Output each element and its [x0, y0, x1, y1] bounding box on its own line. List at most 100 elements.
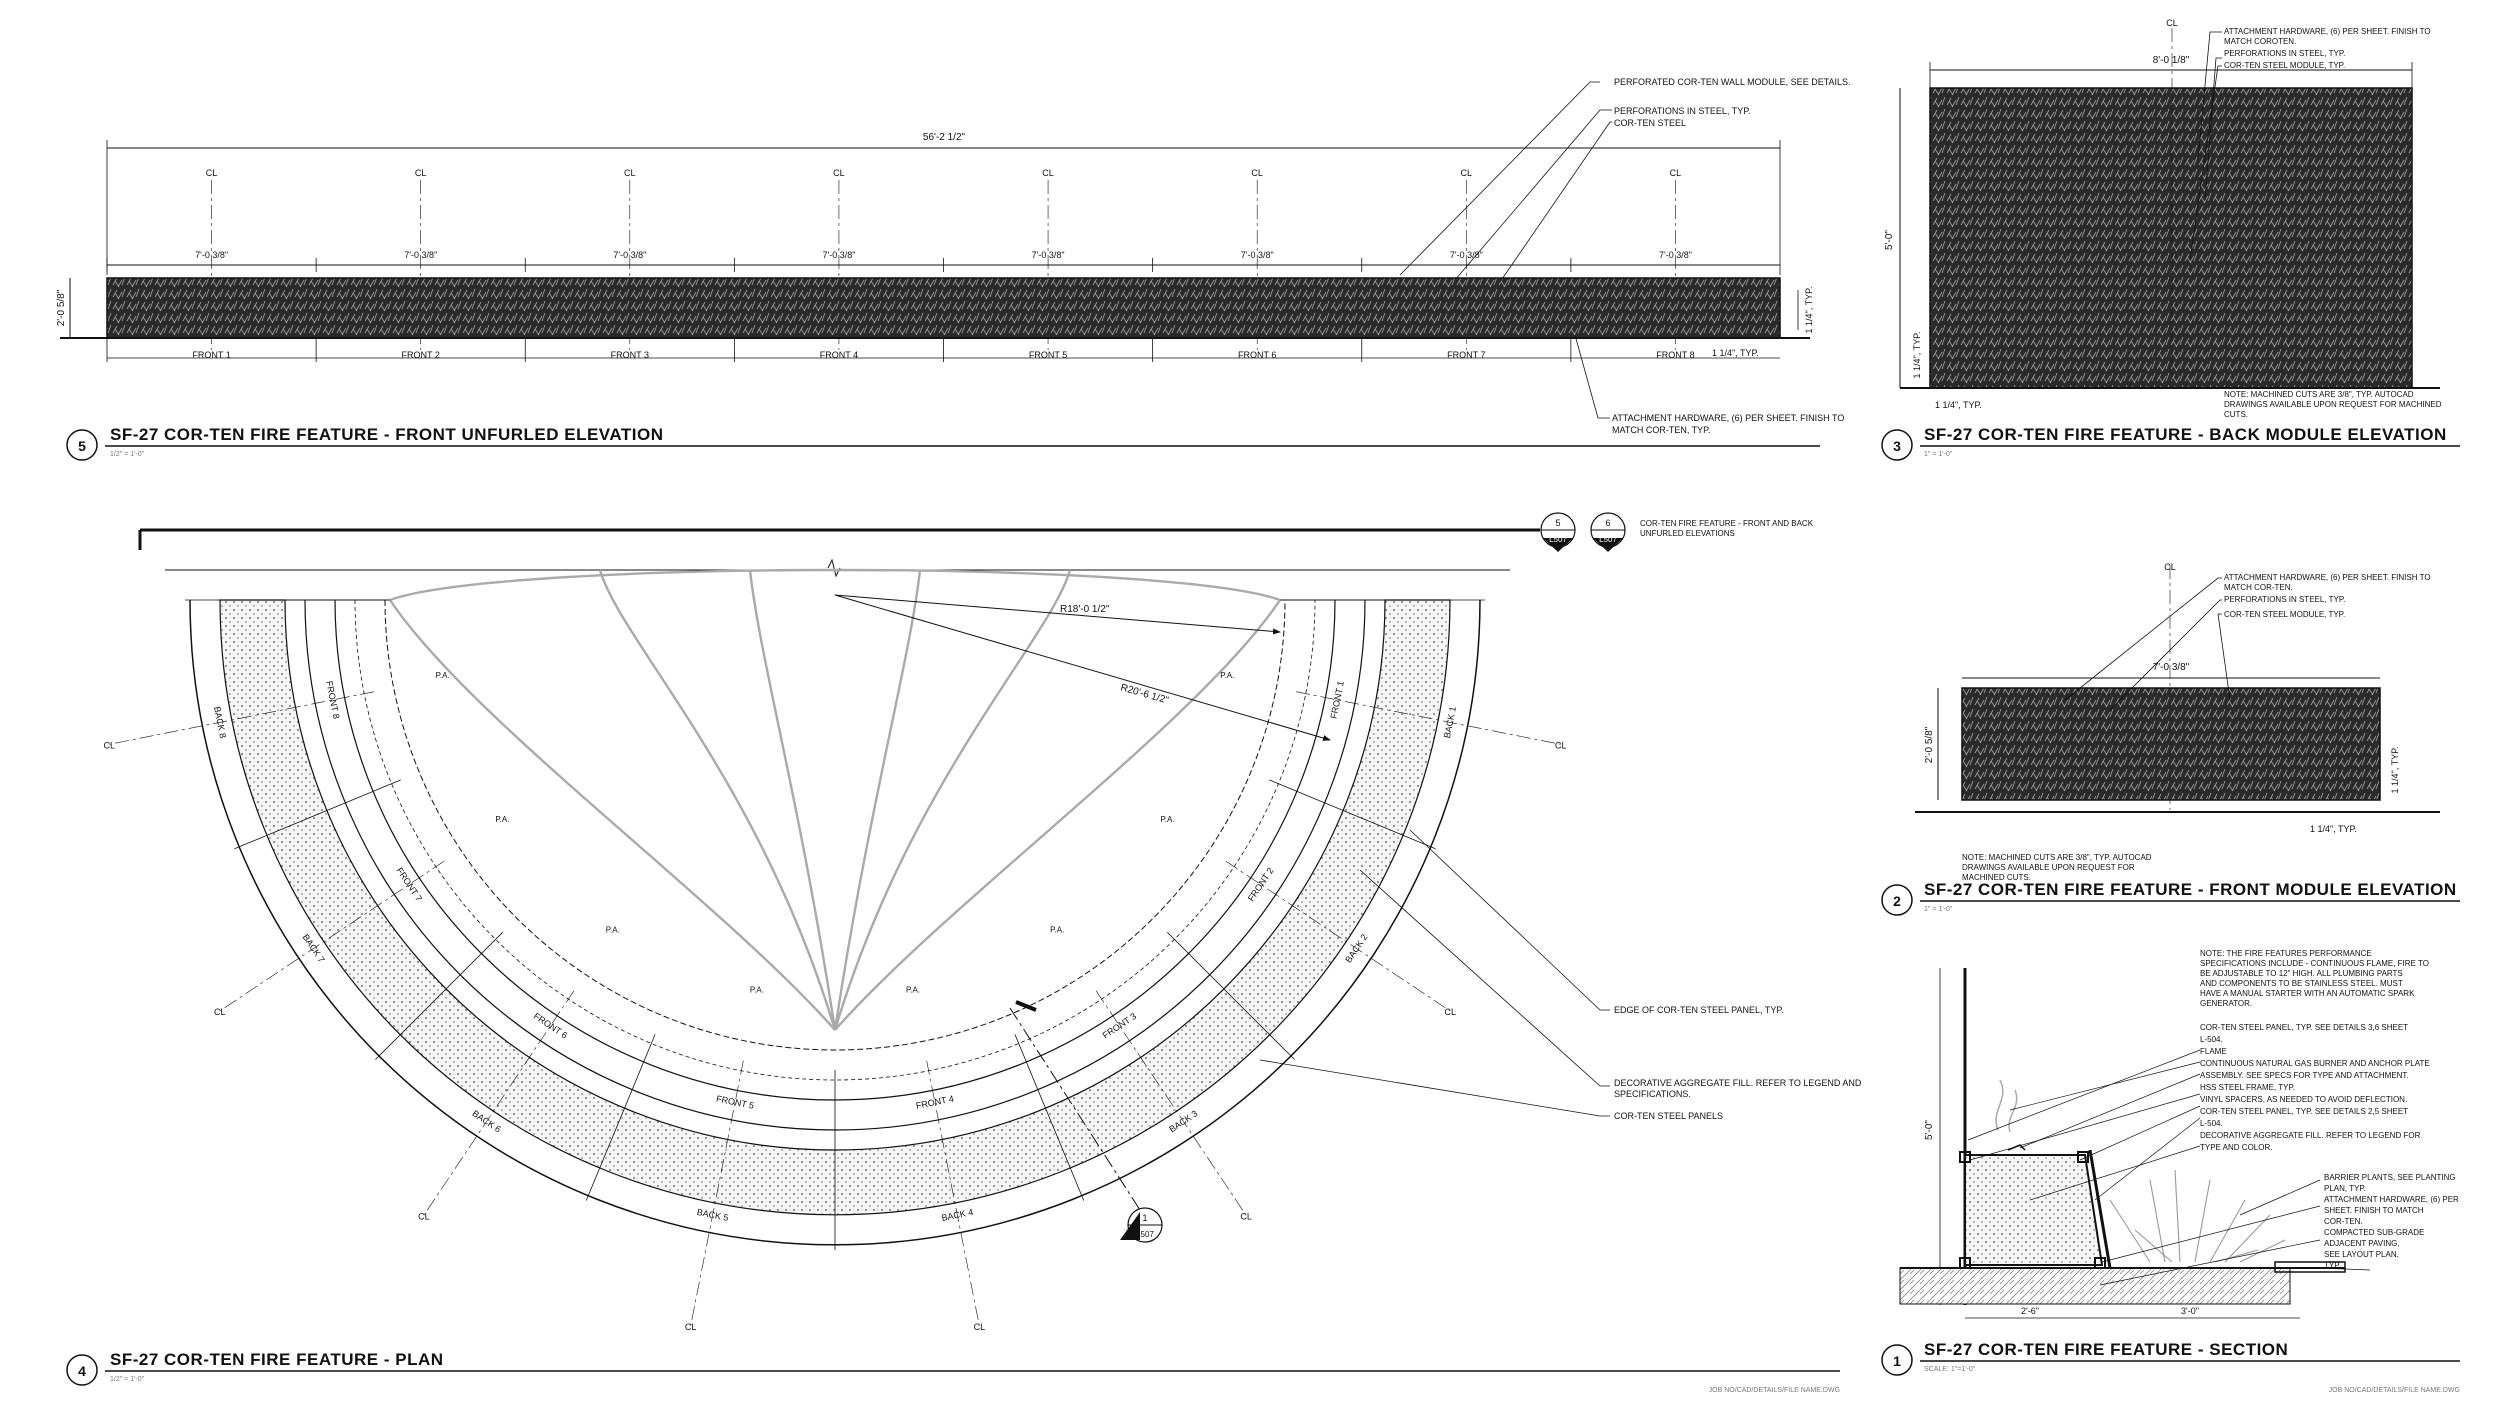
- typ-dimension-horizontal: 1 1/4", TYP.: [1712, 348, 1759, 358]
- svg-text:1" = 1'-0": 1" = 1'-0": [1924, 906, 1953, 913]
- title-5-scale: 1/2" = 1'-0": [110, 451, 145, 458]
- svg-text:4: 4: [78, 1363, 86, 1379]
- detail-4-plan: 5 L507 6 L507 COR-TEN FIRE FEATURE - FRO…: [66, 512, 1862, 1394]
- detail-1-section: 5'-0" 2'-6" 3'-0" NOTE: THE FIRE FEATURE…: [1881, 949, 2460, 1394]
- module-label: FRONT 8: [1656, 350, 1694, 360]
- plan-pa-label: P.A.: [606, 926, 620, 935]
- perforated-wall-band: [106, 277, 1781, 339]
- section-perf-note: NOTE: THE FIRE FEATURES PERFORMANCE: [2200, 949, 2372, 958]
- svg-text:DRAWINGS AVAILABLE UPON REQUES: DRAWINGS AVAILABLE UPON REQUEST FOR MACH…: [2224, 400, 2442, 409]
- section-callout: TYP.: [2324, 1261, 2341, 1270]
- back-height-dim: 5'-0": [1884, 230, 1895, 250]
- plan-front-label: FRONT 1: [1329, 680, 1346, 720]
- centerline-marker: CL: [415, 168, 427, 178]
- section-callout: ADJACENT PAVING,: [2324, 1239, 2400, 1248]
- plan-pa-label: P.A.: [436, 671, 450, 680]
- svg-text:COR-TEN STEEL MODULE, TYP.: COR-TEN STEEL MODULE, TYP.: [2224, 610, 2345, 619]
- module-label: FRONT 5: [1029, 350, 1067, 360]
- title-5-number: 5: [78, 438, 86, 454]
- svg-text:COR-TEN STEEL PANELS: COR-TEN STEEL PANELS: [1614, 1111, 1723, 1121]
- svg-text:2'-0 5/8": 2'-0 5/8": [1924, 726, 1935, 763]
- svg-text:MACHINED CUTS.: MACHINED CUTS.: [1962, 873, 2031, 882]
- plan-pa-label: P.A.: [1220, 671, 1234, 680]
- section-callout: ATTACHMENT HARDWARE, (6) PER: [2324, 1195, 2459, 1204]
- plan-pa-label: P.A.: [1050, 926, 1064, 935]
- svg-text:CL: CL: [2166, 18, 2178, 28]
- section-callout: TYPE AND COLOR.: [2200, 1143, 2272, 1152]
- svg-text:MATCH COR-TEN.: MATCH COR-TEN.: [2224, 583, 2293, 592]
- section-callout: VINYL SPACERS, AS NEEDED TO AVOID DEFLEC…: [2200, 1095, 2407, 1104]
- section-callout: COR-TEN.: [2324, 1217, 2363, 1226]
- svg-text:1 1/4", TYP.: 1 1/4", TYP.: [1912, 332, 1922, 379]
- section-callout: COR-TEN STEEL PANEL, TYP. SEE DETAILS 2,…: [2200, 1107, 2408, 1116]
- radius-inner: R18'-0 1/2": [1060, 604, 1110, 615]
- plan-centerline: CL: [1555, 740, 1567, 750]
- svg-text:EDGE OF COR-TEN STEEL PANEL, T: EDGE OF COR-TEN STEEL PANEL, TYP.: [1614, 1005, 1784, 1015]
- svg-text:1 1/4", TYP.: 1 1/4", TYP.: [1935, 400, 1982, 410]
- overall-dimension: 56'-2 1/2": [923, 132, 966, 143]
- plan-front-label: FRONT 2: [1246, 866, 1276, 903]
- plan-front-label: FRONT 3: [1101, 1011, 1138, 1041]
- centerline-marker: CL: [1670, 168, 1682, 178]
- title-1: SF-27 COR-TEN FIRE FEATURE - SECTION: [1924, 1340, 2288, 1359]
- svg-text:JOB NO/CAD/DETAILS/FILE NAME.D: JOB NO/CAD/DETAILS/FILE NAME.DWG: [1709, 1387, 1840, 1394]
- svg-text:COR-TEN FIRE FEATURE - FRONT A: COR-TEN FIRE FEATURE - FRONT AND BACK: [1640, 519, 1814, 528]
- detail-3-back-module-elevation: 8'-0 1/8" CL 5'-0" 1 1/4", TYP. 1 1/4", …: [1881, 18, 2460, 461]
- svg-text:NOTE: MACHINED CUTS ARE 3/8",: NOTE: MACHINED CUTS ARE 3/8", TYP. AUTOC…: [2224, 390, 2414, 399]
- plan-front-label: FRONT 7: [394, 866, 424, 903]
- section-callout: COR-TEN STEEL PANEL, TYP. SEE DETAILS 3,…: [2200, 1023, 2408, 1032]
- note-perforated-module: PERFORATED COR-TEN WALL MODULE, SEE DETA…: [1614, 77, 1851, 87]
- plan-front-label: FRONT 4: [915, 1094, 955, 1111]
- svg-text:NOTE: MACHINED CUTS ARE 3/8",: NOTE: MACHINED CUTS ARE 3/8", TYP. AUTOC…: [1962, 853, 2152, 862]
- title-5: SF-27 COR-TEN FIRE FEATURE - FRONT UNFUR…: [110, 425, 664, 444]
- centerline-marker: CL: [1042, 168, 1054, 178]
- svg-text:5'-0": 5'-0": [1924, 1120, 1935, 1140]
- plan-pa-label: P.A.: [906, 985, 920, 994]
- svg-text:L507: L507: [1136, 1230, 1154, 1239]
- svg-text:SPECIFICATIONS.: SPECIFICATIONS.: [1614, 1089, 1691, 1099]
- section-callout: FLAME: [2200, 1047, 2227, 1056]
- svg-text:ATTACHMENT HARDWARE, (6) PER S: ATTACHMENT HARDWARE, (6) PER SHEET. FINI…: [2224, 573, 2431, 582]
- section-perf-note: GENERATOR.: [2200, 999, 2252, 1008]
- section-callout: SEE LAYOUT PLAN,: [2324, 1250, 2399, 1259]
- centerline-marker: CL: [624, 168, 636, 178]
- svg-text:COR-TEN STEEL MODULE, TYP.: COR-TEN STEEL MODULE, TYP.: [2224, 61, 2345, 70]
- section-callout: L-504.: [2200, 1119, 2223, 1128]
- svg-text:7'-0 3/8": 7'-0 3/8": [2153, 662, 2190, 673]
- note-perforations: PERFORATIONS IN STEEL, TYP.: [1614, 106, 1751, 116]
- svg-text:CUTS.: CUTS.: [2224, 410, 2248, 419]
- detail-2-front-module-elevation: CL 7'-0 3/8" 2'-0 5/8" 1 1/4", TYP. 1 1/…: [1881, 562, 2460, 916]
- svg-text:1: 1: [1142, 1213, 1147, 1223]
- section-perf-note: AND COMPONENTS TO BE STAINLESS STEEL. MU…: [2200, 979, 2403, 988]
- svg-text:DECORATIVE AGGREGATE FILL. REF: DECORATIVE AGGREGATE FILL. REFER TO LEGE…: [1614, 1078, 1862, 1088]
- svg-text:1 1/4", TYP.: 1 1/4", TYP.: [2390, 747, 2400, 794]
- section-callout: BARRIER PLANTS, SEE PLANTING: [2324, 1173, 2456, 1182]
- svg-text:ATTACHMENT HARDWARE, (6) PER S: ATTACHMENT HARDWARE, (6) PER SHEET. FINI…: [2224, 27, 2431, 36]
- plan-pa-label: P.A.: [1161, 815, 1175, 824]
- svg-text:3'-0": 3'-0": [2181, 1306, 2199, 1316]
- svg-text:JOB NO/CAD/DETAILS/FILE NAME.D: JOB NO/CAD/DETAILS/FILE NAME.DWG: [2329, 1387, 2460, 1394]
- plan-centerline: CL: [1445, 1007, 1457, 1017]
- plan-pa-label: P.A.: [750, 985, 764, 994]
- svg-text:3: 3: [1893, 438, 1901, 454]
- section-perf-note: HAVE A MANUAL STARTER WITH AN AUTOMATIC …: [2200, 989, 2415, 998]
- note-hardware-2: MATCH COR-TEN, TYP.: [1612, 425, 1711, 435]
- section-callout: SHEET. FINISH TO MATCH: [2324, 1206, 2424, 1215]
- svg-text:1" = 1'-0": 1" = 1'-0": [1924, 451, 1953, 458]
- section-callout: COMPACTED SUB-GRADE: [2324, 1228, 2424, 1237]
- plan-front-label: FRONT 6: [532, 1011, 569, 1041]
- svg-text:PERFORATIONS IN STEEL, TYP.: PERFORATIONS IN STEEL, TYP.: [2224, 595, 2345, 604]
- module-label: FRONT 4: [820, 350, 858, 360]
- plan-front-label: FRONT 5: [715, 1094, 755, 1111]
- typ-dimension-vertical: 1 1/4", TYP.: [1804, 287, 1814, 334]
- svg-text:CL: CL: [2164, 562, 2176, 572]
- section-callout: DECORATIVE AGGREGATE FILL. REFER TO LEGE…: [2200, 1131, 2421, 1140]
- svg-text:L507: L507: [1549, 535, 1567, 544]
- plan-centerline: CL: [1240, 1211, 1252, 1221]
- svg-text:PERFORATIONS IN STEEL, TYP.: PERFORATIONS IN STEEL, TYP.: [2224, 49, 2345, 58]
- back-module-panel: [1929, 87, 2413, 389]
- centerline-marker: CL: [1461, 168, 1473, 178]
- plan-front-label: FRONT 8: [324, 680, 341, 720]
- section-callout: CONTINUOUS NATURAL GAS BURNER AND ANCHOR…: [2200, 1059, 2430, 1068]
- front-module-panel: [1961, 687, 2381, 801]
